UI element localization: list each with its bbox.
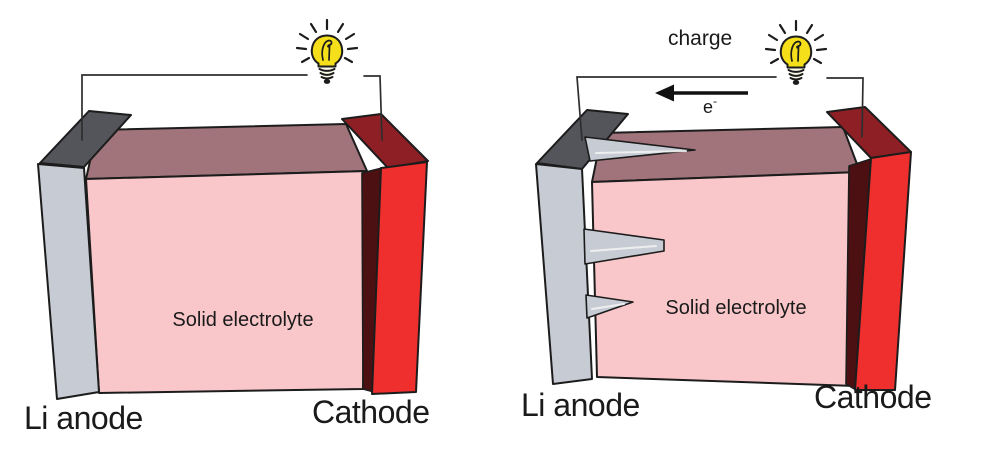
lithium-dendrite-middle-highlight (590, 245, 657, 252)
electron-flow-arrow-head (655, 84, 674, 102)
left-cathode-wire (363, 75, 383, 141)
electron-label-sup: - (713, 94, 718, 108)
left-cathode-front-face (371, 161, 428, 395)
right-anode-label: Li anode (521, 387, 640, 423)
light-bulb-icon (764, 19, 828, 87)
right-battery-diagram (535, 19, 912, 391)
electron-flow-arrow (655, 84, 748, 102)
right-electrolyte-label: Solid electrolyte (665, 297, 807, 319)
left-electrolyte-front-face (85, 170, 368, 394)
left-cathode-top-face (341, 113, 429, 169)
right-cathode-wire (826, 77, 864, 138)
charge-label: charge (668, 27, 733, 50)
left-electrolyte-label: Solid electrolyte (172, 309, 314, 331)
left-electrolyte-top-face (85, 123, 368, 180)
right-electrolyte-front-face (591, 171, 861, 387)
left-anode-wire (81, 74, 308, 141)
right-li-anode-front-face (535, 163, 593, 385)
lithium-dendrite-middle (583, 228, 665, 265)
left-li-anode-top-face (39, 110, 132, 168)
lithium-dendrite-top (584, 136, 696, 162)
left-cathode-label: Cathode (312, 394, 430, 430)
lithium-dendrite-top-highlight (595, 150, 687, 154)
right-cathode-front-face (854, 151, 912, 391)
right-cathode-label: Cathode (814, 379, 932, 415)
electron-label: e- (703, 94, 718, 117)
left-li-anode-front-face (37, 163, 100, 400)
left-anode-label: Li anode (24, 400, 143, 436)
left-battery-diagram (37, 18, 429, 400)
electron-label-base: e (703, 97, 714, 117)
lithium-dendrite-lower-highlight (591, 303, 625, 310)
right-anode-wire (576, 76, 777, 141)
